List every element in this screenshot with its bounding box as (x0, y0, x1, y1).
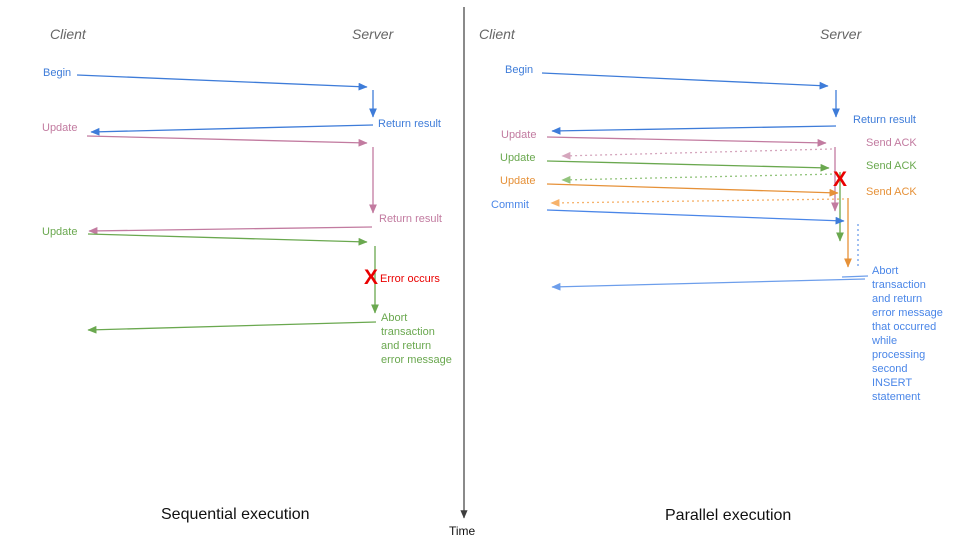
par-abort-return-line (551, 278, 866, 291)
seq-client-header: Client (50, 26, 86, 42)
seq-return-result-1-line (90, 124, 374, 136)
par-abort-tick-line (841, 275, 869, 278)
seq-begin-label: Begin (43, 67, 72, 79)
par-return-result-label: Return result (853, 114, 916, 126)
par-begin-request-line (541, 72, 829, 90)
par-server-header: Server (820, 26, 862, 42)
seq-return-result-2-label: Return result (379, 213, 442, 225)
par-return-result-line (551, 125, 837, 135)
par-begin-label: Begin (505, 64, 534, 76)
seq-update-1-request-line (86, 135, 368, 147)
parallel-panel-arrows (541, 72, 869, 291)
seq-update-2-label: Update (42, 226, 78, 238)
par-send-ack-2-label: Send ACK (866, 160, 917, 172)
par-caption: Parallel execution (665, 507, 792, 524)
par-send-ack-3-label: Send ACK (866, 186, 917, 198)
par-abort-note: Abort transaction and return error messa… (872, 265, 943, 403)
par-update-2-label: Update (500, 152, 536, 164)
par-send-ack-2-line (561, 173, 838, 184)
seq-abort-note: Abort transaction and return error messa… (381, 312, 452, 366)
par-update-2-request-line (546, 160, 830, 172)
seq-abort-return-line (87, 321, 377, 334)
par-send-ack-3-line (550, 198, 845, 207)
par-update-1-label: Update (501, 129, 537, 141)
seq-error-label: Error occurs (380, 273, 440, 285)
seq-begin-request-line (76, 74, 368, 91)
par-send-ack-1-label: Send ACK (866, 137, 917, 149)
par-error-x-icon: X (833, 168, 848, 191)
sequential-panel-arrows (76, 74, 379, 334)
time-axis-label: Time (449, 524, 476, 538)
seq-return-result-2-line (88, 226, 373, 235)
par-commit-request-line (546, 209, 845, 225)
par-update-1-request-line (546, 136, 827, 147)
par-update-3-request-line (546, 183, 839, 197)
seq-caption: Sequential execution (161, 506, 310, 523)
seq-server-header: Server (352, 26, 394, 42)
seq-return-result-1-label: Return result (378, 118, 441, 130)
seq-update-2-request-line (87, 233, 368, 246)
par-send-ack-1-line (561, 148, 833, 160)
seq-error-x-icon: X (364, 266, 379, 289)
par-update-3-label: Update (500, 175, 536, 187)
seq-update-1-label: Update (42, 122, 78, 134)
par-commit-label: Commit (491, 199, 529, 211)
par-client-header: Client (479, 26, 515, 42)
